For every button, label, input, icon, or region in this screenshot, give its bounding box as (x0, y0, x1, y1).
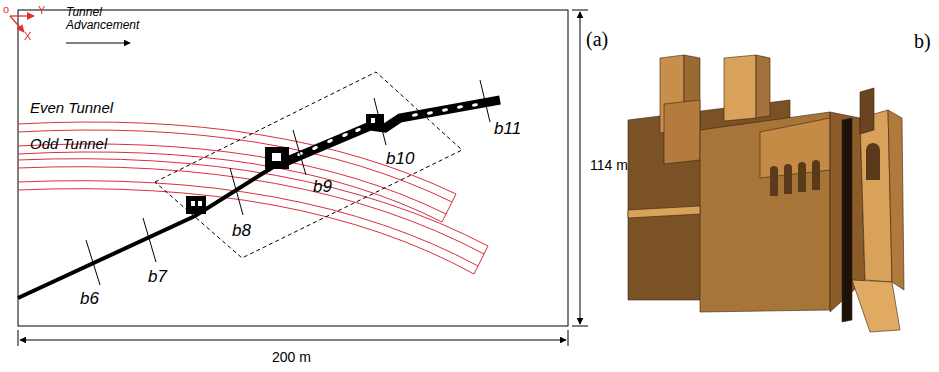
axis-label: Y (38, 4, 45, 16)
building-3d (628, 55, 904, 332)
section-label: b10 (386, 150, 414, 169)
dimension-label: 200 m (272, 350, 311, 365)
section-label: b7 (148, 268, 167, 287)
arrow-label: Tunnel Advancement (66, 6, 146, 32)
tunnel-label: Odd Tunnel (30, 136, 107, 153)
section-label: b9 (313, 178, 332, 197)
axis-origin: o (3, 3, 9, 15)
building-arches (770, 143, 880, 196)
advance-arrow (66, 43, 130, 44)
section-lines (86, 80, 490, 285)
study-area (155, 72, 462, 258)
axes (10, 16, 34, 32)
section-label: b8 (232, 222, 251, 241)
dimensions (18, 10, 588, 346)
building-plan (18, 100, 500, 298)
tunnel-label: Even Tunnel (30, 100, 113, 117)
plan-frame (18, 10, 568, 326)
panel-label: (a) (586, 28, 608, 50)
section-label: b11 (494, 120, 521, 139)
tunnels (18, 122, 488, 274)
panel-label: b) (914, 30, 931, 52)
axis-label: X (24, 30, 31, 42)
dimension-label: 114 m (590, 158, 628, 173)
section-label: b6 (80, 290, 99, 309)
